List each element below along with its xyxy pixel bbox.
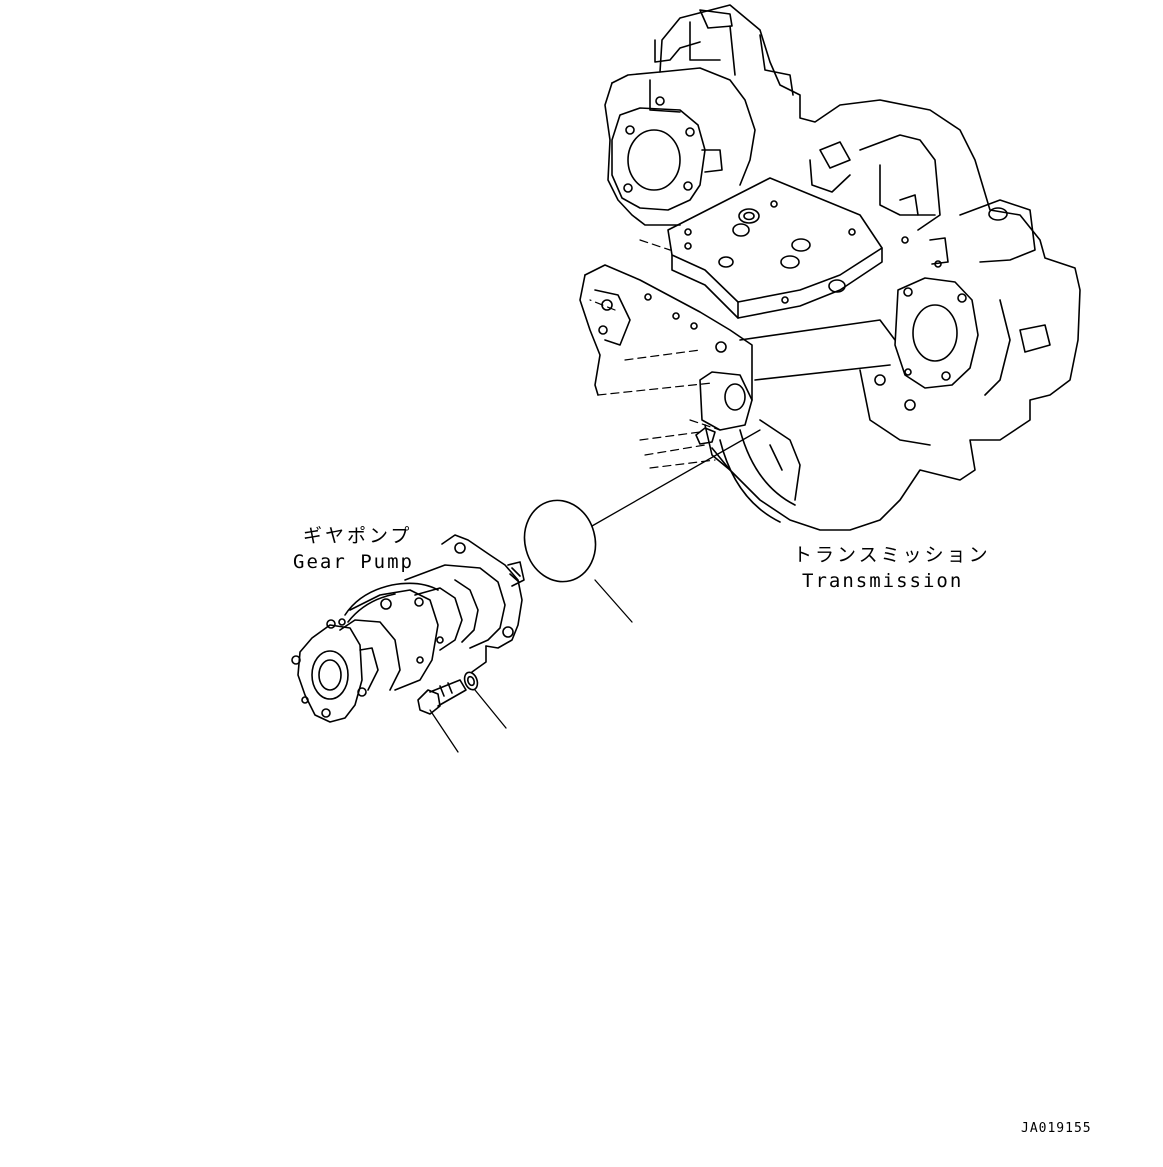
oring-leader-to-transmission	[591, 429, 761, 527]
transmission-label-japanese: トランスミッション	[793, 544, 991, 566]
transmission-label: Transmission	[802, 570, 964, 592]
gear-pump-label-japanese: ギヤポンプ	[303, 525, 413, 547]
gear-pump-drawing	[291, 534, 525, 723]
gear-pump-label: Gear Pump	[293, 551, 414, 573]
o-ring-drawing	[523, 499, 633, 623]
figure-number: JA019155	[1021, 1121, 1092, 1136]
washer-drawing	[463, 671, 507, 729]
bolt-drawing	[417, 679, 467, 753]
transmission-drawing	[579, 4, 1081, 531]
